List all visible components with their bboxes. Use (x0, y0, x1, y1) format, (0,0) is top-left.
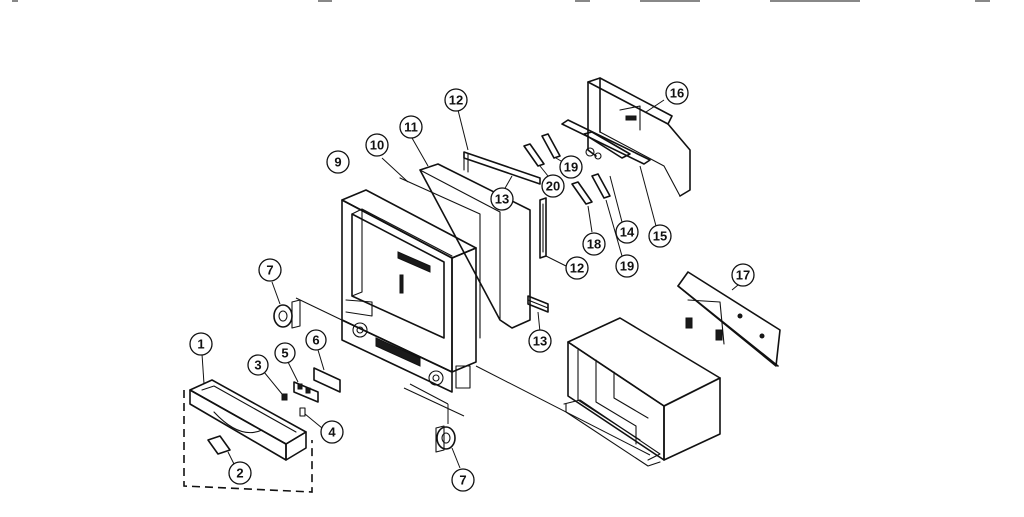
svg-text:12: 12 (570, 261, 584, 276)
callout-5: 5 (274, 342, 296, 364)
part-vertical-strip (539, 197, 571, 269)
part-lens-panel (411, 137, 531, 329)
part-small-bracket (527, 295, 549, 333)
svg-text:18: 18 (587, 237, 601, 252)
svg-text:5: 5 (281, 346, 288, 361)
part-top-bracket (587, 77, 691, 197)
callout-6: 6 (305, 329, 327, 351)
svg-text:15: 15 (653, 229, 667, 244)
callout-19-bottom: 19 (615, 254, 639, 278)
part-screen-panel (381, 157, 481, 339)
callout-12-top: 12 (444, 88, 468, 112)
svg-text:13: 13 (533, 334, 547, 349)
callout-12-side: 12 (565, 256, 589, 280)
part-small-hardware (263, 349, 341, 429)
callout-10: 10 (365, 133, 389, 157)
part-small-tab (207, 435, 235, 465)
svg-text:10: 10 (370, 138, 384, 153)
callout-13-bottom: 13 (528, 329, 552, 353)
part-rails (561, 119, 657, 227)
svg-text:13: 13 (495, 192, 509, 207)
part-rear-cover (677, 271, 781, 367)
callout-9: 9 (326, 150, 350, 174)
part-rear-base-box (563, 317, 721, 467)
svg-text:14: 14 (620, 225, 635, 240)
callout-11: 11 (399, 115, 423, 139)
svg-text:2: 2 (236, 466, 243, 481)
callout-2: 2 (228, 461, 252, 485)
svg-text:16: 16 (670, 86, 684, 101)
callout-15: 15 (648, 224, 672, 248)
part-speaker-lower (403, 387, 465, 469)
part-top-strips (457, 109, 541, 191)
svg-text:11: 11 (404, 120, 418, 135)
svg-text:4: 4 (328, 425, 336, 440)
svg-text:17: 17 (736, 268, 750, 283)
callout-14: 14 (615, 220, 639, 244)
callout-7-upper: 7 (258, 258, 282, 282)
svg-text:3: 3 (254, 358, 261, 373)
svg-text:6: 6 (312, 333, 319, 348)
callout-7-lower: 7 (451, 468, 475, 492)
svg-text:12: 12 (449, 93, 463, 108)
svg-text:19: 19 (620, 259, 634, 274)
part-speaker-upper (271, 281, 347, 329)
callout-16: 16 (665, 81, 689, 105)
tray-group-outline (183, 390, 313, 493)
callout-1: 1 (189, 332, 213, 356)
callout-19-top: 19 (559, 155, 583, 179)
svg-text:19: 19 (564, 160, 578, 175)
svg-text:7: 7 (266, 263, 273, 278)
svg-text:7: 7 (459, 473, 466, 488)
part-small-strips (523, 133, 623, 257)
callout-18: 18 (582, 232, 606, 256)
callout-4: 4 (320, 420, 344, 444)
callout-3: 3 (247, 354, 269, 376)
callout-20: 20 (541, 174, 565, 198)
svg-text:1: 1 (197, 337, 204, 352)
svg-text:20: 20 (546, 179, 560, 194)
callout-13-top: 13 (490, 187, 514, 211)
part-bottom-tray (189, 353, 307, 461)
svg-text:9: 9 (334, 155, 341, 170)
part-front-cabinet (341, 189, 651, 456)
callout-17: 17 (731, 263, 755, 287)
